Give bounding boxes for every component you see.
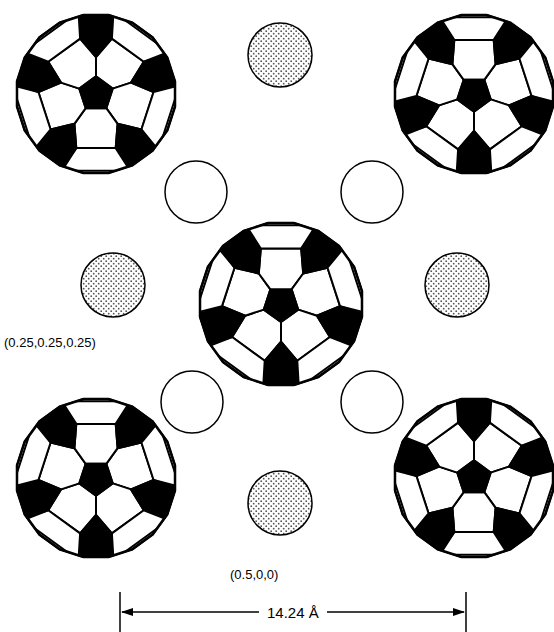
ball-face [393,438,439,476]
dimension-label: 14.24 Å [259,604,327,621]
c60-ball [13,12,180,173]
ball-face [62,401,130,424]
ball-face [457,80,490,112]
ball-outline [395,15,553,173]
ball-face [317,306,364,344]
coordinate-label: (0.5,0,0) [230,568,278,581]
ball-face [15,480,61,518]
c60-ball [391,396,554,557]
ball-face [265,342,298,386]
coordinate-label: (0.25,0.25,0.25) [4,336,96,349]
c60-ball [13,399,180,560]
ball-outline [17,399,175,557]
c60-ball [391,15,554,176]
c60-molecules [13,12,554,560]
ball-face [74,424,117,464]
ball-face [131,54,177,92]
tetrahedral-sites [161,161,403,433]
ball-outline [395,399,553,557]
ball-face [458,131,490,174]
ball-face [198,306,245,344]
ball-face [80,515,112,558]
ball-face [393,96,439,134]
ball-face [458,398,490,441]
ball-face [457,460,490,492]
ball-face [452,40,495,80]
ball-face [79,464,112,496]
octahedral-sites [81,23,489,535]
ball-face [440,17,508,40]
ball-face [15,54,61,92]
ball-face [79,76,112,108]
ball-face [264,289,298,322]
ball-outline [17,15,175,173]
ball-face [80,14,112,57]
ball-outline [200,223,362,385]
c60-ball [195,223,366,388]
ball-face [131,480,177,518]
dimension-line [120,592,466,632]
